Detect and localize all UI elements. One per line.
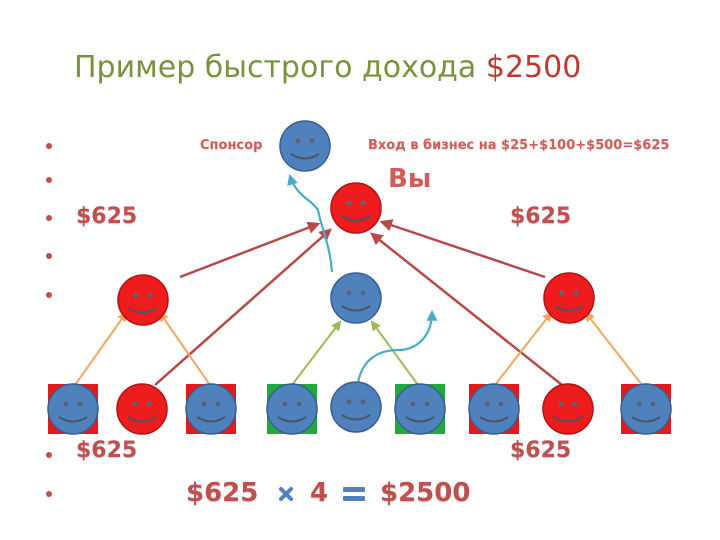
bullet	[46, 452, 52, 458]
equation-value: $625	[186, 478, 259, 508]
red-face-icon	[542, 383, 594, 435]
red-face-icon	[117, 274, 169, 326]
red-arrow	[370, 232, 563, 386]
red-arrow	[154, 228, 332, 386]
entry-label: Вход в бизнес на $25+$100+$500=$625	[368, 138, 670, 153]
sponsor-label: Спонсор	[200, 138, 263, 153]
sponsor-face-icon	[279, 120, 331, 172]
bullet	[46, 491, 52, 497]
amount-left-bottom: $625	[76, 438, 138, 463]
blue-face-icon	[394, 383, 446, 435]
blue-face-icon	[468, 383, 520, 435]
blue-face-icon	[330, 381, 382, 433]
red-arrow	[179, 221, 321, 279]
equation-factor: 4	[310, 478, 329, 508]
green-arrow	[291, 320, 342, 386]
equation-result: $2500	[380, 478, 471, 508]
orange-arrow	[158, 311, 211, 386]
orange-arrow	[494, 311, 553, 386]
slide-title: Пример быстрого дохода $2500	[74, 50, 581, 85]
blue-face-icon	[330, 272, 382, 324]
bullet	[46, 215, 52, 221]
orange-arrow	[74, 311, 128, 386]
blue-face-icon	[266, 383, 318, 435]
green-arrow	[370, 320, 419, 386]
bullet	[46, 253, 52, 259]
bullet	[46, 143, 52, 149]
title-amount: $2500	[485, 50, 582, 85]
bullet	[46, 177, 52, 183]
orange-arrow	[584, 311, 643, 386]
red-face-icon	[543, 272, 595, 324]
title-text: Пример быстрого дохода	[74, 50, 477, 85]
teal-arrow	[287, 173, 334, 273]
amount-right-top: $625	[510, 204, 572, 229]
multiply-icon	[279, 487, 293, 501]
amount-left-top: $625	[76, 204, 138, 229]
blue-face-icon	[47, 383, 99, 435]
bullet	[46, 292, 52, 298]
amount-right-bottom: $625	[510, 438, 572, 463]
you-face-icon	[330, 182, 382, 234]
blue-face-icon	[185, 383, 237, 435]
you-label: Вы	[388, 164, 432, 194]
red-arrow	[379, 219, 546, 279]
teal-arrow	[356, 309, 438, 384]
equals-icon	[343, 487, 365, 501]
blue-face-icon	[620, 383, 672, 435]
red-face-icon	[116, 383, 168, 435]
